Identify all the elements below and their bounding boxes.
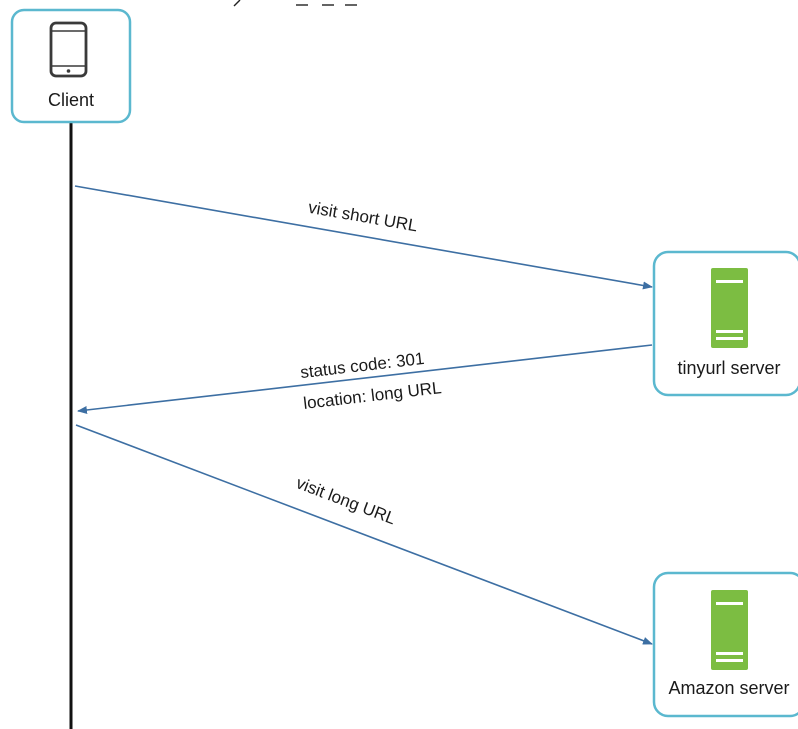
- tinyurl-server-node[interactable]: tinyurl server: [652, 250, 798, 397]
- server-icon: [711, 590, 748, 670]
- redirect-response-line: [77, 344, 653, 414]
- visit-long-url-label: visit long URL: [294, 473, 399, 528]
- client-label: Client: [48, 90, 94, 110]
- visit-short-url-arrow: visit short URL: [74, 185, 653, 290]
- tinyurl-server-label: tinyurl server: [677, 358, 780, 378]
- visit-long-url-line: [75, 424, 653, 645]
- visit-short-url-line: [74, 185, 653, 290]
- server-icon: [711, 268, 748, 348]
- mobile-phone-icon: [49, 21, 88, 78]
- visit-long-url-arrow: visit long URL: [75, 424, 653, 645]
- cropped-text-remnant: [233, 0, 357, 7]
- redirect-response-arrow: status code: 301 location: long URL: [77, 344, 653, 414]
- client-node[interactable]: Client: [10, 8, 132, 124]
- amazon-server-node[interactable]: Amazon server: [652, 571, 798, 718]
- status-code-label: status code: 301: [299, 349, 425, 382]
- amazon-server-label: Amazon server: [668, 678, 789, 698]
